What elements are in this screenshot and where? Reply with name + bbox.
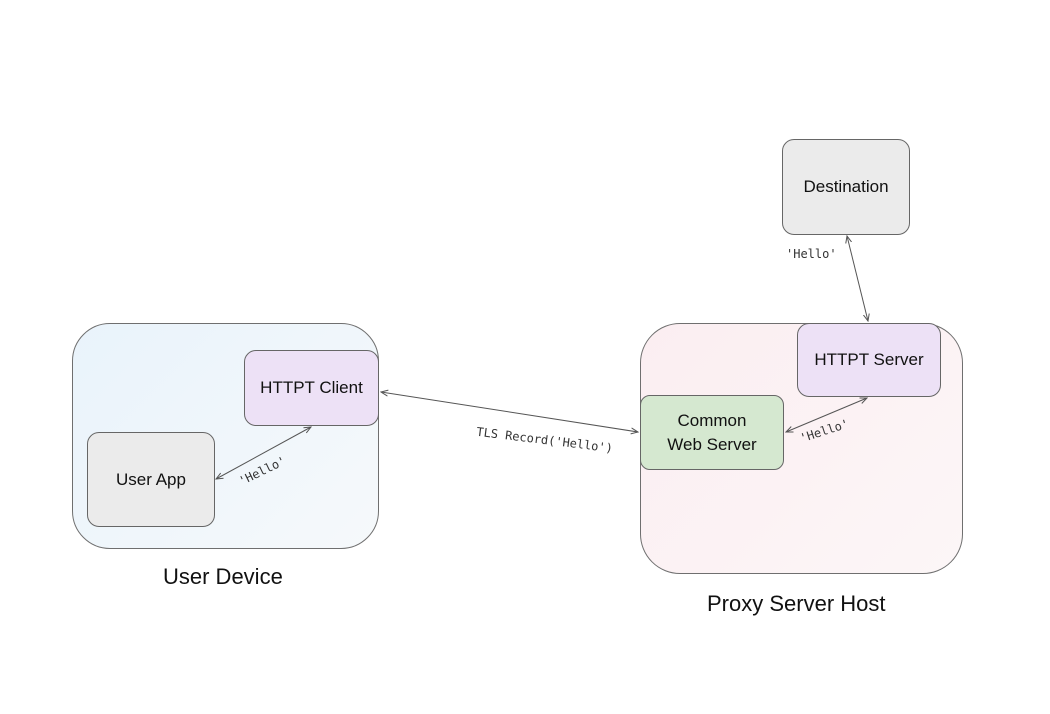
destination-node: Destination [782, 139, 910, 235]
destination-server-arrow [847, 236, 868, 321]
tls-record-label: TLS Record('Hello') [475, 424, 614, 456]
httpt-server-node: HTTPT Server [797, 323, 941, 397]
common-web-server-label: Common Web Server [667, 409, 756, 457]
httpt-client-label: HTTPT Client [260, 378, 363, 398]
common-web-server-node: Common Web Server [640, 395, 784, 470]
user-device-label: User Device [163, 564, 283, 589]
client-web-server-arrow [381, 392, 638, 432]
httpt-client-node: HTTPT Client [244, 350, 379, 426]
destination-hello-label: 'Hello' [786, 247, 837, 261]
user-app-node: User App [87, 432, 215, 527]
common-web-server-label-line1: Common [677, 410, 747, 430]
proxy-server-host-label: Proxy Server Host [707, 591, 886, 616]
httpt-server-label: HTTPT Server [814, 350, 924, 370]
user-app-label: User App [116, 469, 186, 489]
common-web-server-label-line2: Web Server [667, 434, 757, 454]
destination-label: Destination [803, 177, 889, 197]
